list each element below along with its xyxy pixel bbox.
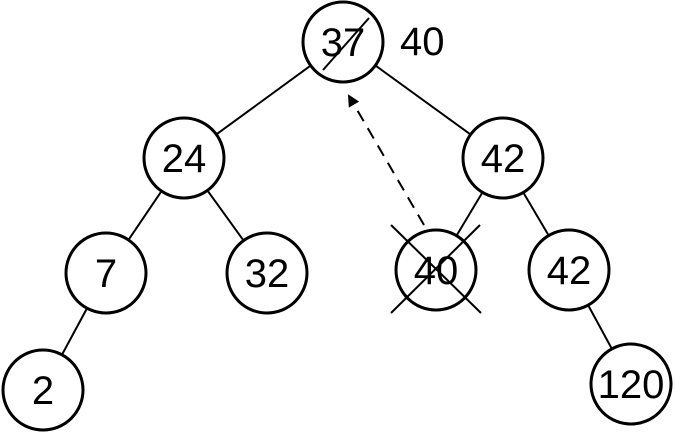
node-circle [64,231,148,315]
node-label: 32 [245,252,290,296]
replacement-value-label: 40 [400,20,445,64]
tree-node: 2 [1,348,85,432]
move-arrow [347,94,425,226]
tree-edge [215,64,312,136]
node-circle [527,228,611,312]
tree-node: 32 [225,231,309,315]
tree-edge [374,64,472,136]
tree-edge [522,191,550,237]
node-circle [589,342,673,426]
tree-node: 120 [589,342,673,426]
node-circle [142,116,226,200]
tree-node: 42 [527,228,611,312]
node-label: 7 [95,252,117,296]
tree-edge [455,191,484,237]
node-label: 120 [598,363,665,407]
node-label: 42 [547,249,592,293]
tree-edge [206,189,245,242]
node-circle [301,0,385,84]
tree-node: 37 [301,0,385,84]
edges-layer [61,64,613,356]
overlay-layer [347,94,425,226]
node-circle [225,231,309,315]
node-label: 2 [32,369,54,413]
tree-node: 7 [64,231,148,315]
node-label: 37 [321,21,366,65]
tree-node: 24 [142,116,226,200]
tree-edge [587,304,613,350]
strike-through-mark [322,17,370,71]
node-label: 40 [414,249,459,293]
tree-node: 42 [461,116,545,200]
node-label: 24 [162,137,207,181]
node-label: 42 [481,137,526,181]
tree-edge [127,190,163,241]
node-circle [1,348,85,432]
tree-node: 40 [390,224,482,314]
node-circle [461,116,545,200]
cross-mark-line [390,224,481,314]
tree-edge [61,307,88,356]
